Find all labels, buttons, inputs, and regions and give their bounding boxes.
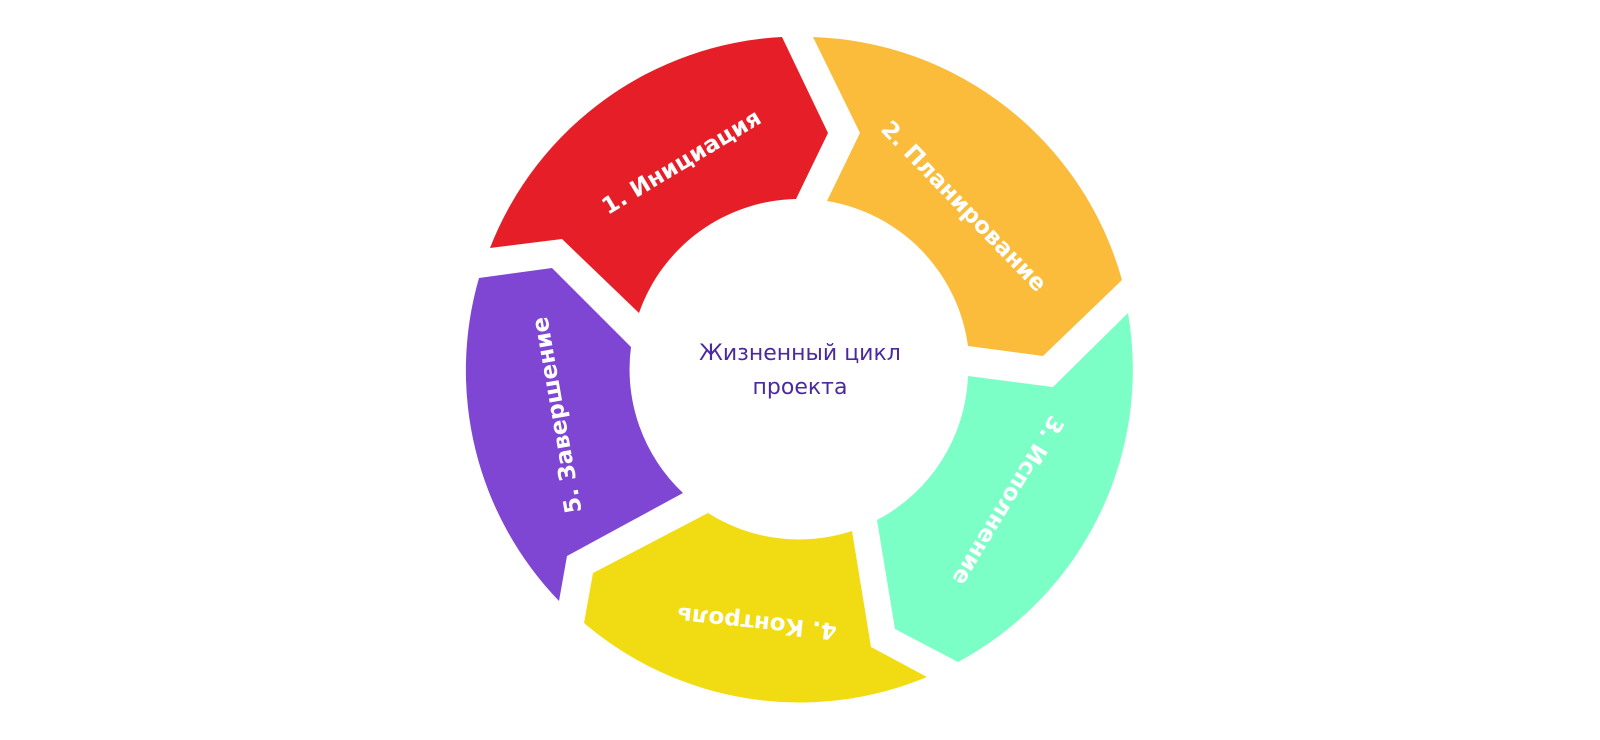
stage-segment-initiation xyxy=(490,37,828,313)
stage-segment-control xyxy=(584,513,927,703)
center-title-line2: проекта xyxy=(753,375,848,400)
center-title-line1: Жизненный цикл xyxy=(699,341,901,366)
stage-segment-planning xyxy=(813,37,1122,356)
stage-segment-closing xyxy=(465,268,683,601)
stage-segment-execution xyxy=(877,313,1133,662)
